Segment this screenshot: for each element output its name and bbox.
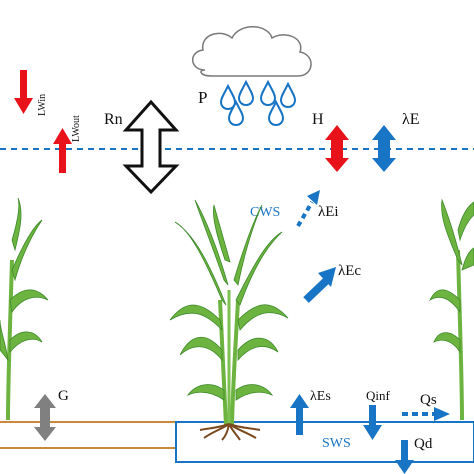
label-le: λE	[402, 111, 420, 128]
label-lei: λEi	[318, 204, 339, 220]
label-sws: SWS	[322, 436, 351, 451]
plant-roots	[199, 423, 261, 441]
sugarcane-plant-partial-right	[429, 198, 474, 421]
qs-arrow	[402, 407, 450, 421]
raindrop-icon	[279, 81, 297, 109]
raindrop-icon	[267, 99, 285, 127]
qd-arrow	[395, 440, 414, 474]
lw-in-arrow	[14, 70, 33, 114]
label-rn: Rn	[104, 111, 123, 128]
le-arrow	[372, 125, 396, 172]
raindrop-icon	[227, 99, 245, 127]
label-qs: Qs	[420, 392, 437, 408]
sugarcane-plant-icon	[169, 199, 289, 426]
sws-box	[175, 421, 474, 463]
label-cws: CWS	[250, 205, 280, 220]
raindrop-icon	[237, 79, 255, 107]
label-g: G	[58, 388, 69, 404]
label-qd: Qd	[414, 436, 433, 452]
g-arrow	[34, 394, 56, 441]
lei-arrow	[296, 190, 320, 228]
label-h: H	[312, 111, 324, 128]
label-lec: λEc	[338, 263, 361, 279]
cloud-icon	[192, 26, 312, 77]
label-les: λEs	[310, 389, 331, 404]
raindrop-icon	[219, 83, 237, 111]
label-p: P	[198, 88, 207, 107]
lw-out-arrow	[53, 128, 72, 173]
label-lw-out: LWout	[71, 115, 82, 142]
label-qinf: Qinf	[366, 388, 391, 403]
raindrops	[219, 79, 297, 127]
label-lw-in: LWin	[37, 94, 48, 116]
h-arrow	[325, 125, 349, 172]
les-arrow	[290, 394, 309, 435]
qinf-arrow	[363, 405, 382, 440]
raindrop-icon	[259, 79, 277, 107]
lec-arrow	[303, 267, 336, 303]
rn-arrow	[122, 99, 180, 195]
sugarcane-plant-partial-left	[0, 197, 49, 421]
